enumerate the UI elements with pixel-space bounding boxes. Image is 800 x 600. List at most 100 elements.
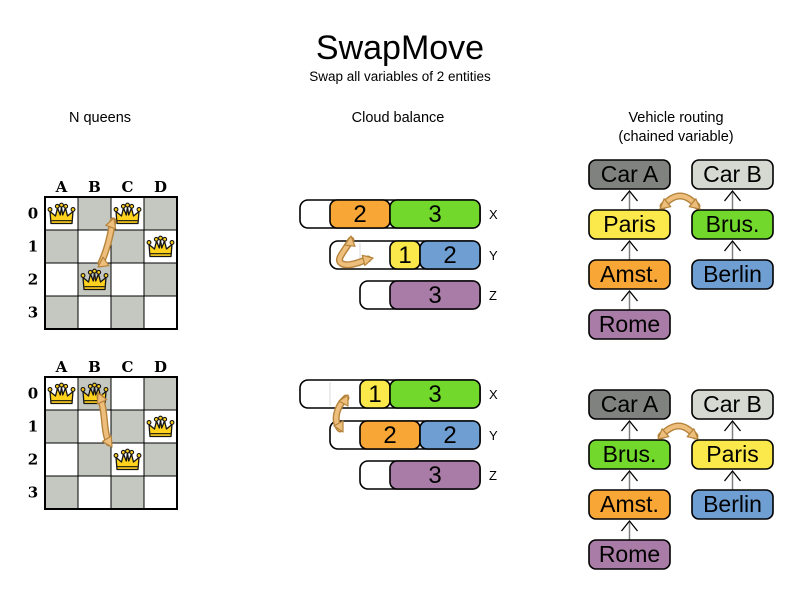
chess-cell-C1 xyxy=(110,409,145,444)
queen-crown-bead xyxy=(59,382,64,388)
chess-cell-A2 xyxy=(44,262,79,297)
vehicle-node-cara xyxy=(588,159,671,190)
queen-crown-bead xyxy=(125,448,130,454)
queen-crown-bead xyxy=(129,203,135,209)
chain-arrowhead-up xyxy=(620,419,639,432)
board-border xyxy=(44,376,178,510)
vehicle-node-berlin xyxy=(691,489,774,520)
chess-cell-C3 xyxy=(110,475,145,510)
queen-crown-bead xyxy=(96,269,102,275)
vehicle-node-label: Car A xyxy=(601,391,659,417)
section-header-nqueens: N queens xyxy=(68,110,132,126)
swap-arrowhead xyxy=(344,235,356,247)
queen-crown-shape xyxy=(49,386,74,405)
swap-arrowhead xyxy=(333,420,344,433)
queen-crown-bead xyxy=(162,236,168,242)
vehicle-node-amst xyxy=(588,489,671,520)
chess-cell-D0 xyxy=(143,196,178,231)
queen-crown-bead xyxy=(136,207,142,212)
vehicle-node-paris xyxy=(588,209,671,240)
vehicle-header-line2: (chained variable) xyxy=(618,129,734,145)
queen-crown-bead xyxy=(96,383,102,389)
queen-icon xyxy=(80,382,109,405)
queen-crown-shape xyxy=(82,272,107,291)
queen-crown-bead xyxy=(158,415,163,421)
queen-crown-bead xyxy=(125,202,130,208)
process-block-value: 3 xyxy=(428,201,441,228)
chain-arrowhead-up xyxy=(620,189,639,202)
queen-crown-bead xyxy=(47,207,53,212)
chess-cell-A3 xyxy=(44,475,79,510)
queen-crown-shape xyxy=(49,206,74,225)
queen-crown-bead xyxy=(153,416,159,422)
process-block-blue xyxy=(419,420,481,450)
swap-arrowhead xyxy=(657,428,670,440)
figure-title: SwapMove xyxy=(315,29,485,67)
computer-label-X: X xyxy=(489,207,498,222)
chess-cell-A3 xyxy=(44,295,79,330)
chain-arrowhead-up xyxy=(723,239,742,252)
vehicle-node-cara xyxy=(588,389,671,420)
row-label-0: 0 xyxy=(28,385,38,403)
row-label-2: 2 xyxy=(28,271,38,289)
row-label-0: 0 xyxy=(28,205,38,223)
chain-arrowhead-up xyxy=(620,239,639,252)
section-header-cloud: Cloud balance xyxy=(351,110,445,126)
vehicle-node-label: Amst. xyxy=(600,491,659,517)
row-label-2: 2 xyxy=(28,451,38,469)
queen-crown-bead xyxy=(54,203,60,209)
process-block-value: 3 xyxy=(428,462,441,489)
queen-crown-bead xyxy=(120,449,126,455)
computer-label-Z: Z xyxy=(489,468,497,483)
queen-crown-bead xyxy=(70,207,76,212)
vehicle-node-amst xyxy=(588,259,671,290)
vehicle-node-rome xyxy=(588,539,671,570)
queen-crown-shape xyxy=(148,419,173,438)
queen-crown-bead xyxy=(63,203,69,209)
swap-arrowhead xyxy=(101,435,113,448)
chain-arrowhead-up xyxy=(723,189,742,202)
vehicle-node-rome xyxy=(588,309,671,340)
chess-cell-B3 xyxy=(77,475,112,510)
column-label-A: A xyxy=(55,358,68,376)
queen-crown-bead xyxy=(70,387,76,392)
chess-cell-C3 xyxy=(110,295,145,330)
swap-arrowhead xyxy=(361,254,374,266)
queen-icon xyxy=(47,382,76,405)
vehicle-node-label: Car A xyxy=(601,161,659,187)
computer-label-Y: Y xyxy=(489,428,498,443)
queen-icon xyxy=(80,268,109,291)
column-label-C: C xyxy=(122,358,134,376)
column-label-B: B xyxy=(88,178,101,196)
queen-crown-bead xyxy=(47,387,53,392)
row-label-1: 1 xyxy=(28,418,38,436)
vehicle-node-paris xyxy=(691,439,774,470)
process-block-green xyxy=(389,379,481,409)
vehicle-node-carb xyxy=(691,389,774,420)
chess-cell-A1 xyxy=(44,229,79,264)
process-block-blue xyxy=(419,240,481,270)
chain-arrowhead-up xyxy=(620,469,639,482)
queen-crown-bead xyxy=(103,387,109,392)
chess-cell-A1 xyxy=(44,409,79,444)
chess-cell-B3 xyxy=(77,295,112,330)
queen-crown-shape xyxy=(148,239,173,258)
vehicle-node-label: Brus. xyxy=(706,211,760,237)
queen-crown-bead xyxy=(92,268,97,274)
vehicle-node-brus xyxy=(588,439,671,470)
swap-arrowhead xyxy=(686,428,699,440)
swap-arrowhead xyxy=(105,217,117,230)
chess-cell-C2 xyxy=(110,262,145,297)
queen-crown-bead xyxy=(136,453,142,458)
process-block-value: 2 xyxy=(443,242,456,269)
chess-cell-D3 xyxy=(143,295,178,330)
vehicle-header-line1: Vehicle routing xyxy=(628,110,724,126)
vehicle-node-carb xyxy=(691,159,774,190)
